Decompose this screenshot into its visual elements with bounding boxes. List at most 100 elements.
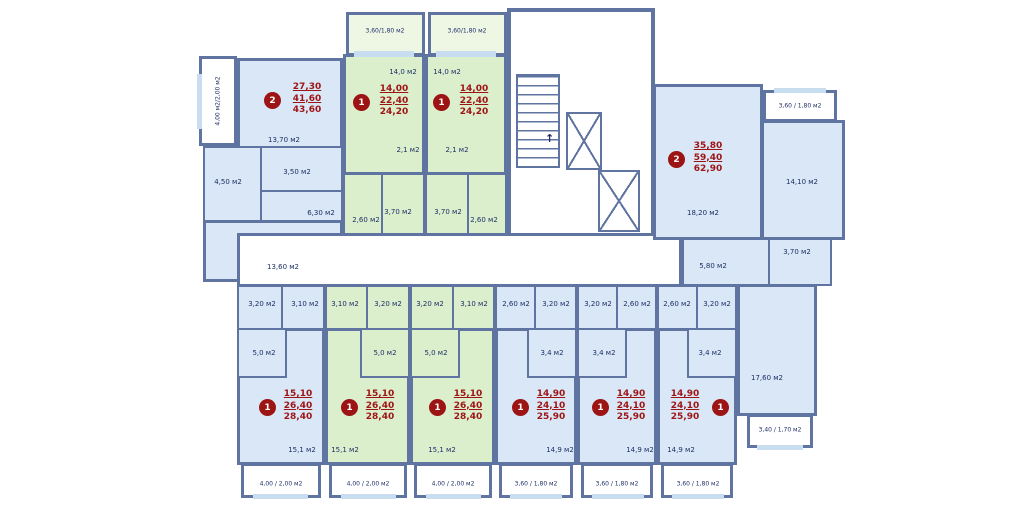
apt-a1-bathroom	[260, 146, 343, 192]
window	[253, 494, 308, 499]
apt-a6-hall	[360, 328, 410, 378]
total-area: 28,40	[453, 412, 483, 423]
window	[774, 88, 826, 93]
apt-a4-area-figures[interactable]: 35,80 59,40 62,90	[686, 141, 730, 176]
apt-a10-area-figures[interactable]: 14,90 24,10 25,90	[664, 389, 706, 424]
apt-a9-balcony	[581, 463, 653, 498]
balcony-area-label: 4,00 / 2,00 м2	[346, 480, 390, 488]
apt-a8-bathroom	[527, 328, 577, 378]
room-area-label: 2,1 м2	[445, 146, 469, 154]
apt-a5-rooms-badge[interactable]: 1	[259, 399, 276, 416]
apt-a3-area-figures[interactable]: 14,00 22,40 24,20	[452, 84, 496, 119]
elevator-icon	[566, 112, 602, 170]
total-area: 62,90	[693, 164, 723, 175]
apt-a4-rooms-badge[interactable]: 2	[668, 151, 685, 168]
room-area-label: 3,10 м2	[331, 300, 359, 308]
living-area: 14,00	[379, 84, 409, 94]
window	[197, 74, 202, 129]
balcony-area-label: 3,60 / 1,80 м2	[514, 480, 558, 488]
room-area-label: 3,20 м2	[703, 300, 731, 308]
balcony-area-label: 3,60 / 1,80 м2	[676, 480, 720, 488]
room-area-label: 3,20 м2	[542, 300, 570, 308]
window	[510, 494, 562, 499]
balcony-area-label: 4,00 / 2,00 м2	[431, 480, 475, 488]
room-area-label: 3,20 м2	[374, 300, 402, 308]
balcony-area-label: 3,60/1,80 м2	[447, 27, 487, 35]
total-area: 43,60	[292, 105, 322, 116]
room-area-label: 17,60 м2	[751, 374, 783, 382]
apt-a7-rooms-badge[interactable]: 1	[429, 399, 446, 416]
window	[757, 445, 803, 450]
apt-a1-area-figures[interactable]: 27,30 41,60 43,60	[285, 82, 329, 117]
apt-a3-rooms-badge[interactable]: 1	[433, 94, 450, 111]
apt-a10-rooms-badge[interactable]: 1	[712, 399, 729, 416]
room-area-label: 5,0 м2	[373, 349, 397, 357]
room-area-label: 2,60 м2	[502, 300, 530, 308]
usable-area: 26,40	[453, 400, 483, 411]
apt-a4-room-second	[761, 120, 845, 240]
room-area-label: 6,30 м2	[307, 209, 335, 217]
apt-a3-hall	[467, 173, 507, 235]
apt-a7-area-figures[interactable]: 15,10 26,40 28,40	[447, 389, 489, 424]
room-area-label: 2,60 м2	[623, 300, 651, 308]
total-area: 25,90	[536, 412, 566, 423]
room-area-label: 5,0 м2	[252, 349, 276, 357]
apt-a8-area-figures[interactable]: 14,90 24,10 25,90	[530, 389, 572, 424]
room-area-label: 13,70 м2	[268, 136, 300, 144]
room-area-label: 15,1 м2	[288, 446, 316, 454]
apt-a5-bathroom	[281, 285, 325, 330]
apt-a10-bathroom	[687, 328, 737, 378]
room-area-label: 2,60 м2	[470, 216, 498, 224]
room-area-label: 3,70 м2	[783, 248, 811, 256]
usable-area: 59,40	[693, 152, 723, 163]
window	[354, 51, 414, 57]
balcony-area-label: 4,00 м2/2,00 м2	[214, 76, 222, 126]
apt-a9-rooms-badge[interactable]: 1	[592, 399, 609, 416]
room-area-label: 15,1 м2	[428, 446, 456, 454]
room-area-label: 2,1 м2	[396, 146, 420, 154]
balcony-area-label: 3,40 / 1,70 м2	[758, 426, 802, 434]
apt-a3-bathroom	[425, 173, 469, 235]
window	[341, 494, 396, 499]
room-area-label: 2,60 м2	[352, 216, 380, 224]
usable-area: 24,10	[670, 400, 700, 411]
living-area: 15,10	[453, 389, 483, 399]
total-area: 25,90	[670, 412, 700, 423]
window	[436, 51, 496, 57]
balcony-area-label: 3,60 / 1,80 м2	[595, 480, 639, 488]
apt-a8-rooms-badge[interactable]: 1	[512, 399, 529, 416]
apt-a5-hall	[237, 328, 287, 378]
apt-a6-rooms-badge[interactable]: 1	[341, 399, 358, 416]
room-area-label: 14,10 м2	[786, 178, 818, 186]
apt-a2-area-figures[interactable]: 14,00 22,40 24,20	[372, 84, 416, 119]
apt-a2-hall	[343, 173, 383, 235]
apt-a8-balcony	[499, 463, 573, 498]
window	[672, 494, 724, 499]
room-area-label: 3,20 м2	[416, 300, 444, 308]
room-area-label: 2,60 м2	[663, 300, 691, 308]
apt-a9-area-figures[interactable]: 14,90 24,10 25,90	[610, 389, 652, 424]
apt-a1-rooms-badge[interactable]: 2	[264, 92, 281, 109]
room-area-label: 3,4 м2	[592, 349, 616, 357]
living-area: 14,00	[459, 84, 489, 94]
room-area-label: 14,0 м2	[433, 68, 461, 76]
apt-a7-bathroom	[452, 285, 495, 330]
room-area-label: 5,80 м2	[699, 262, 727, 270]
apt-a3-room-main	[425, 54, 507, 175]
room-area-label: 3,70 м2	[384, 208, 412, 216]
usable-area: 22,40	[379, 95, 409, 106]
room-area-label: 18,20 м2	[687, 209, 719, 217]
room-area-label: 3,20 м2	[584, 300, 612, 308]
total-area: 28,40	[283, 412, 313, 423]
usable-area: 26,40	[365, 400, 395, 411]
balcony-area-label: 3,60/1,80 м2	[365, 27, 405, 35]
apt-a6-area-figures[interactable]: 15,10 26,40 28,40	[359, 389, 401, 424]
balcony-area-label: 4,00 / 2,00 м2	[259, 480, 303, 488]
total-area: 25,90	[616, 412, 646, 423]
apt-a2-rooms-badge[interactable]: 1	[353, 94, 370, 111]
apt-a5-area-figures[interactable]: 15,10 26,40 28,40	[277, 389, 319, 424]
apt-a2-bathroom	[381, 173, 425, 235]
room-area-label: 3,10 м2	[460, 300, 488, 308]
room-area-label: 3,50 м2	[283, 168, 311, 176]
